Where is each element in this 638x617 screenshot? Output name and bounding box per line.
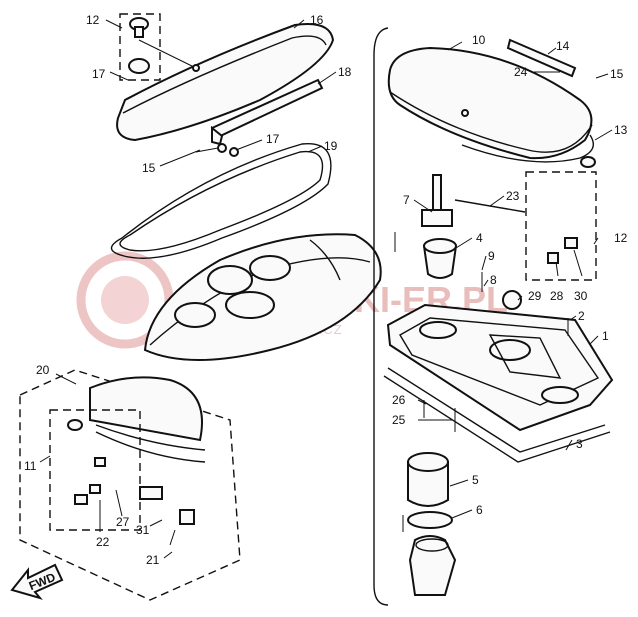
callout-30: 30 [574, 289, 588, 303]
part-5-cylinder [407, 452, 449, 507]
callout-9: 9 [488, 249, 495, 263]
callout-25: 25 [392, 413, 406, 427]
part-14-hinge [506, 38, 577, 78]
callout-23: 23 [506, 189, 520, 203]
part-drain-housing [408, 535, 457, 596]
part-4-cup-holder [422, 238, 458, 279]
callout-10: 10 [472, 33, 486, 47]
callout-26: 26 [392, 393, 406, 407]
callout-22: 22 [96, 535, 110, 549]
callout-15: 15 [142, 161, 156, 175]
callout-12: 12 [86, 13, 100, 27]
watercraft-hull [143, 233, 382, 361]
callout-21: 21 [146, 553, 160, 567]
callout-29: 29 [528, 289, 542, 303]
leader-lines [39, 19, 613, 559]
callout-28: 28 [550, 289, 564, 303]
callout-17: 17 [266, 132, 280, 146]
callout-14: 14 [556, 39, 570, 53]
part-29-grommet [502, 290, 522, 310]
part-16-seat-lid [116, 23, 335, 142]
small-screws [394, 232, 569, 532]
part-6-clamp [407, 511, 453, 529]
part-13-seal [461, 134, 594, 163]
part-3-gasket [383, 367, 611, 463]
callout-1: 1 [602, 329, 609, 343]
fwd-direction-arrow: FWD [10, 563, 64, 600]
callout-20: 20 [36, 363, 50, 377]
part-12-right-latch-group [525, 156, 597, 281]
callout-16: 16 [310, 13, 324, 27]
callout-15: 15 [610, 67, 624, 81]
part-12-latch-group [119, 13, 200, 81]
part-19-seal [110, 143, 332, 259]
group-bracket [373, 27, 389, 606]
callout-4: 4 [476, 231, 483, 245]
part-7-pump-bracket [421, 174, 526, 227]
callout-17: 17 [92, 67, 106, 81]
callout-27: 27 [116, 515, 130, 529]
part-17-screws [195, 143, 239, 157]
callout-19: 19 [324, 139, 338, 153]
callout-24: 24 [514, 65, 528, 79]
callout-11: 11 [24, 459, 37, 473]
callout-7: 7 [403, 193, 410, 207]
part-20-front-lid-group [19, 369, 241, 601]
part-1-storage-box [386, 303, 614, 432]
callout-8: 8 [490, 273, 497, 287]
callout-2: 2 [578, 309, 585, 323]
watermark-logo-core [101, 276, 149, 324]
callout-13: 13 [614, 123, 628, 137]
callout-3: 3 [576, 437, 583, 451]
part-10-storage-lid [387, 46, 593, 160]
callout-31: 31 [136, 523, 150, 537]
callout-numbers: 12 16 17 18 17 15 19 10 14 24 15 13 7 23… [24, 13, 628, 567]
callout-12: 12 [614, 231, 628, 245]
callout-5: 5 [472, 473, 479, 487]
callout-18: 18 [338, 65, 352, 79]
callout-6: 6 [476, 503, 483, 517]
